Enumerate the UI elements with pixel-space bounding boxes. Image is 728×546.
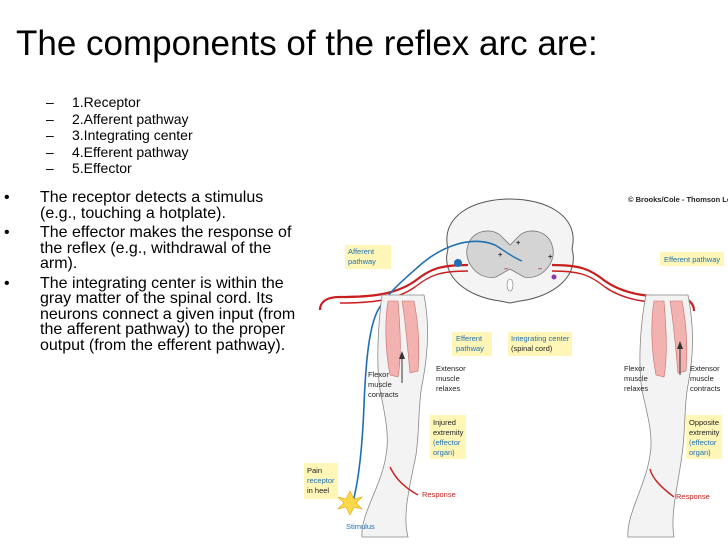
label-integrating-center: Integrating center xyxy=(511,334,570,343)
label-efferent-pathway-right: Efferent pathway xyxy=(664,255,720,264)
bullet-marker: • xyxy=(4,274,10,292)
bullet-item: • The effector makes the response of the … xyxy=(4,225,296,272)
spinal-cord xyxy=(446,198,574,304)
component-item: – 3.Integrating center xyxy=(46,127,193,144)
component-text: 5.Effector xyxy=(72,160,132,176)
label-stimulus: Stimulus xyxy=(346,522,375,531)
synapse-signs: + + – – + xyxy=(454,238,557,280)
component-item: – 1.Receptor xyxy=(46,94,193,111)
label-efferent-pathway: pathway xyxy=(456,344,484,353)
label-boxes: Afferent pathway Efferent pathway Integr… xyxy=(304,245,724,499)
bullet-marker: • xyxy=(4,224,10,241)
bullet-text: The receptor detects a stimulus (e.g., t… xyxy=(40,189,264,222)
label-injured-extremity: extremity xyxy=(433,428,464,437)
component-item: – 4.Efferent pathway xyxy=(46,144,193,161)
label-opposite-extremity: extremity xyxy=(689,428,720,437)
minus-sign: – xyxy=(504,264,508,273)
slide-title: The components of the reflex arc are: xyxy=(16,24,598,63)
label-flexor-right: relaxes xyxy=(624,384,648,393)
bullet-text: The effector makes the response of the r… xyxy=(40,224,292,272)
label-afferent-pathway: Afferent xyxy=(348,247,375,256)
component-text: 2.Afferent pathway xyxy=(72,110,189,127)
dash-marker: – xyxy=(46,110,54,127)
label-integrating-center: (spinal cord) xyxy=(511,344,553,353)
label-extensor-right: Extensor xyxy=(690,364,720,373)
label-opposite-extremity: (effector xyxy=(689,438,717,447)
label-efferent-pathway: Efferent xyxy=(456,334,483,343)
nerve-roots xyxy=(318,240,696,506)
dash-marker: – xyxy=(46,143,54,160)
label-pain-receptor: receptor xyxy=(307,476,335,485)
dash-marker: – xyxy=(46,160,54,176)
label-afferent-pathway: pathway xyxy=(348,257,376,266)
label-flexor-right: Flexor xyxy=(624,364,645,373)
component-item: – 2.Afferent pathway xyxy=(46,111,193,128)
response-arrows xyxy=(389,466,675,498)
component-item: – 5.Effector xyxy=(46,160,193,177)
label-flexor-left: Flexor xyxy=(368,370,389,379)
label-opposite-extremity: Opposite xyxy=(689,418,719,427)
components-list: – 1.Receptor – 2.Afferent pathway – 3.Integ… xyxy=(46,94,193,177)
left-leg xyxy=(361,294,429,538)
copyright-text: © Brooks/Cole - Thomson Learning xyxy=(628,195,728,204)
bullet-text: The integrating center is within the gra… xyxy=(40,274,296,354)
bullet-item: • The integrating center is within the gr… xyxy=(4,274,296,354)
component-text: 1.Receptor xyxy=(72,94,141,110)
right-leg xyxy=(627,294,693,538)
label-injured-extremity: (effector xyxy=(433,438,461,447)
label-extensor-right: muscle xyxy=(690,374,714,383)
free-labels: Flexor muscle contracts Extensor muscle … xyxy=(346,364,721,531)
label-flexor-left: contracts xyxy=(368,390,399,399)
bullet-marker: • xyxy=(4,189,10,206)
label-extensor-right: contracts xyxy=(690,384,721,393)
plus-sign: + xyxy=(548,252,553,261)
label-opposite-extremity: organ) xyxy=(689,448,711,457)
label-response-right: Response xyxy=(676,492,710,501)
label-extensor-left: muscle xyxy=(436,374,460,383)
label-extensor-left: Extensor xyxy=(436,364,466,373)
reflex-arc-figure: © Brooks/Cole - Thomson Learning + + – –… xyxy=(304,195,728,538)
label-response-left: Response xyxy=(422,490,456,499)
label-injured-extremity: organ) xyxy=(433,448,455,457)
label-injured-extremity: Injured xyxy=(433,418,456,427)
plus-sign: + xyxy=(516,238,521,247)
label-pain-receptor: in heel xyxy=(307,486,329,495)
label-flexor-right: muscle xyxy=(624,374,648,383)
plus-sign: + xyxy=(498,250,503,259)
minus-sign: – xyxy=(538,264,542,273)
dash-marker: – xyxy=(46,127,54,143)
label-flexor-left: muscle xyxy=(368,380,392,389)
label-extensor-left: relaxes xyxy=(436,384,460,393)
component-text: 4.Efferent pathway xyxy=(72,143,189,160)
dash-marker: – xyxy=(46,94,54,110)
label-pain-receptor: Pain xyxy=(307,466,322,475)
component-text: 3.Integrating center xyxy=(72,127,193,143)
explanation-list: • The receptor detects a stimulus (e.g., … xyxy=(4,190,296,357)
bullet-item: • The receptor detects a stimulus (e.g., … xyxy=(4,190,296,221)
stimulus-burst xyxy=(337,490,363,516)
